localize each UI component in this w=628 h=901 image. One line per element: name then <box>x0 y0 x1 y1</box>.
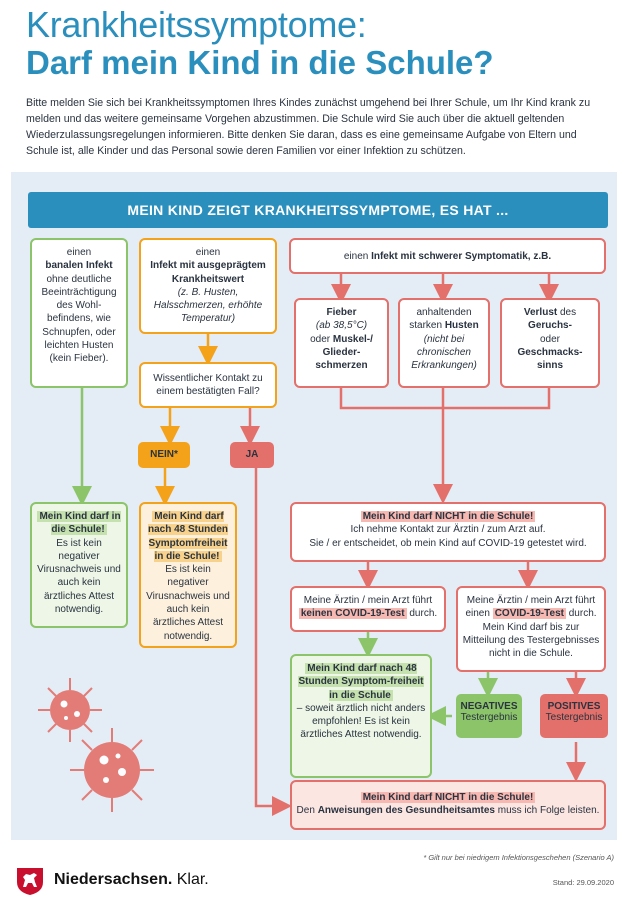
box-kein-test: Meine Ärztin / mein Arzt führt keinen CO… <box>290 586 446 632</box>
box-schwere-symptomatik: einen Infekt mit schwerer Symptomatik, z… <box>289 238 606 274</box>
page-title-line2: Darf mein Kind in die Schule? <box>26 44 494 81</box>
box-verlust: Verlust des Geruchs- oder Geschmacks-sin… <box>500 298 600 388</box>
test-end: durch. <box>568 608 597 620</box>
positives-sub: Testergebnis <box>545 712 603 723</box>
box-husten: anhaltenden starken Husten (nicht bei ch… <box>398 298 490 388</box>
fieber-heading: Fieber <box>326 307 357 318</box>
nicht2-end: muss ich Folge leisten. <box>497 805 600 817</box>
symptom-banner: MEIN KIND ZEIGT KRANKHEITSSYMPTOME, ES H… <box>28 192 608 228</box>
pill-positives: POSITIVES Testergebnis <box>540 694 608 738</box>
intro-paragraph: Bitte melden Sie sich bei Krankheitssymp… <box>26 97 591 157</box>
test-line1: Meine Ärztin / mein Arzt führt einen <box>465 595 596 620</box>
fieber-temp: (ab 38,5°C) <box>315 320 368 332</box>
pill-nein: NEIN* <box>138 442 190 468</box>
niedersachsen-horse-logo <box>17 868 43 895</box>
banal-text: ohne deutliche Beeinträchtigung des Wohl… <box>41 273 117 365</box>
darf-green-text: Es ist kein negativer Virusnachweis und … <box>37 537 121 616</box>
box-fieber: Fieber (ab 38,5°C) oder Muskel-/ Glieder… <box>294 298 389 388</box>
keintest-highlight: keinen COVID-19-Test <box>298 608 407 620</box>
keintest-line1: Meine Ärztin / mein Arzt führt <box>303 595 433 606</box>
nicht1-line2: Sie / er entscheidet, ob mein Kind auf C… <box>309 537 587 549</box>
darf48-text: – soweit ärztlich nicht anders empfohlen… <box>296 702 426 741</box>
verlust-des: des <box>560 307 577 318</box>
brand-text: Niedersachsen. Klar. <box>54 871 209 889</box>
box-darf-nicht-arzt: Mein Kind darf NICHT in die Schule! Ich … <box>290 502 606 562</box>
kontakt-question: Wissentlicher Kontakt zu einem bestätigt… <box>153 373 263 398</box>
banal-heading: banalen Infekt <box>45 260 113 272</box>
verlust-geschmack: Geschmacks-sinns <box>517 346 583 372</box>
fieber-muskel: Muskel-/ Glieder-schmerzen <box>315 333 373 372</box>
stand-date: Stand: 29.09.2020 <box>552 878 614 887</box>
banal-prefix: einen <box>66 247 92 258</box>
positives-label: POSITIVES <box>547 701 601 712</box>
keintest-end: durch. <box>409 608 438 620</box>
schwer-prefix: einen <box>343 251 369 262</box>
verlust-heading: Verlust <box>523 307 558 318</box>
box-banaler-infekt: einen banalen Infekt ohne deutliche Beei… <box>30 238 128 388</box>
box-darf-nach-48h: Mein Kind darf nach 48 Stunden Symptomfr… <box>139 502 237 648</box>
darf-orange-text: Es ist kein negativer Virusnachweis und … <box>146 564 230 642</box>
husten-note: (nicht bei chronischen Erkrankungen) <box>411 333 477 372</box>
pill-negatives: NEGATIVES Testergebnis <box>456 694 522 738</box>
box-covid-test: Meine Ärztin / mein Arzt führt einen COV… <box>456 586 606 672</box>
nicht1-heading: Mein Kind darf NICHT in die Schule! <box>360 511 536 522</box>
footnote: * Gilt nur bei niedrigem Infektionsgesch… <box>423 853 614 862</box>
fieber-oder: oder <box>310 333 331 345</box>
negatives-sub: Testergebnis <box>460 712 518 723</box>
infekt-prefix: einen <box>195 247 221 258</box>
infekt-examples: (z. B. Husten, Halsschmerzen, erhöhte Te… <box>153 286 263 325</box>
negatives-label: NEGATIVES <box>460 701 518 712</box>
verlust-geruch: Geruchs- <box>528 320 572 332</box>
brand-name: Niedersachsen. <box>54 871 173 888</box>
darf48-heading: Mein Kind darf nach 48 Stunden Symptom-f… <box>298 663 424 701</box>
schwer-heading: Infekt mit schwerer Symptomatik, z.B. <box>371 251 552 262</box>
page-title-line1: Krankheitssymptome: <box>26 4 367 45</box>
darf-green-heading: Mein Kind darf in die Schule! <box>37 511 121 536</box>
nicht2-bold: Anweisungen des Gesundheitsamtes <box>317 805 495 817</box>
virus-illustration <box>38 678 154 812</box>
nicht2-heading: Mein Kind darf NICHT in die Schule! <box>360 792 536 803</box>
nicht1-line1: Ich nehme Kontakt zur Ärztin / zum Arzt … <box>350 524 546 536</box>
brand-suffix: Klar. <box>176 871 209 888</box>
pill-ja: JA <box>230 442 274 468</box>
box-darf-in-schule: Mein Kind darf in die Schule! Es ist kei… <box>30 502 128 628</box>
darf-orange-heading: Mein Kind darf nach 48 Stunden Symptomfr… <box>147 511 228 562</box>
box-darf-48h-aerztlich: Mein Kind darf nach 48 Stunden Symptom-f… <box>290 654 432 778</box>
test-highlight: COVID-19-Test <box>492 608 566 620</box>
verlust-oder: oder <box>539 333 560 345</box>
husten-prefix: anhaltenden starken <box>409 307 472 332</box>
box-wissentlicher-kontakt: Wissentlicher Kontakt zu einem bestätigt… <box>139 362 277 408</box>
infekt-heading: Infekt mit ausgeprägtem Krankheitswert <box>150 260 266 285</box>
test-note: Mein Kind darf bis zur Mitteilung des Te… <box>462 621 600 660</box>
nicht2-den: Den <box>296 805 315 817</box>
box-darf-nicht-gesundheitsamt: Mein Kind darf NICHT in die Schule! Den … <box>290 780 606 830</box>
husten-heading: Husten <box>444 320 479 332</box>
box-infekt-krankheitswert: einen Infekt mit ausgeprägtem Krankheits… <box>139 238 277 334</box>
